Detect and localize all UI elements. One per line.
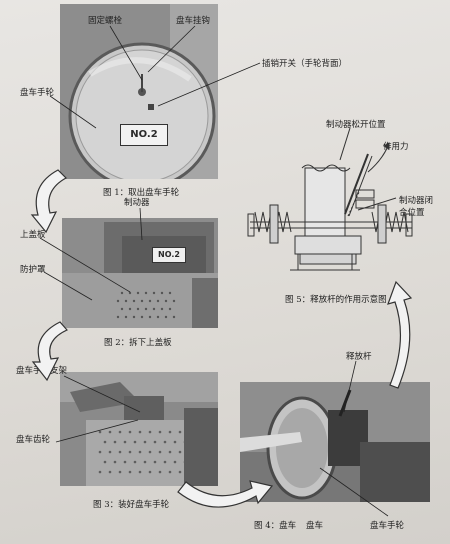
label-fixing-bolt: 固定螺栓 xyxy=(88,16,123,26)
label-brake-released: 制动器松开位置 xyxy=(326,120,386,130)
label-upper-cover: 上盖板 xyxy=(20,230,46,240)
label-release-lever: 释放杆 xyxy=(346,352,372,362)
label-turning-gear: 盘车齿轮 xyxy=(16,435,51,445)
label-pin-switch: 插销开关（手轮背面） xyxy=(262,59,348,69)
caption-fig5: 图 5：释放杆的作用示意图 xyxy=(285,295,387,305)
arrow-fig4-to-fig5 xyxy=(387,280,413,389)
caption-fig3: 图 3：装好盘车手轮 xyxy=(93,500,170,510)
label-turning-fig4: 盘车 xyxy=(306,521,324,531)
arrow-fig1-to-fig2 xyxy=(30,169,67,234)
caption-fig1: 图 1：取出盘车手轮 xyxy=(103,188,180,198)
label-brake-closed-1: 制动器闭 xyxy=(399,196,434,206)
figure-3-photo xyxy=(60,372,218,486)
label-handwheel-fig1: 盘车手轮 xyxy=(20,88,55,98)
turning-operation-illustration xyxy=(240,382,430,502)
figure-4-photo xyxy=(240,382,430,502)
arrow-fig3-to-fig4 xyxy=(177,480,274,508)
label-brake-closed-2: 合位置 xyxy=(399,208,425,218)
label-guard: 防护罩 xyxy=(20,265,46,275)
plate-no2-fig1: NO.2 xyxy=(120,124,168,146)
caption-fig4: 图 4：盘车 xyxy=(254,521,297,531)
plate-no2-fig2: NO.2 xyxy=(152,247,186,263)
label-brake: 制动器 xyxy=(124,198,150,208)
label-force: 作用力 xyxy=(383,142,409,152)
label-turning-hook: 盘车挂钩 xyxy=(176,16,211,26)
figure-2-photo: NO.2 xyxy=(62,218,218,328)
caption-fig2: 图 2：拆下上盖板 xyxy=(104,338,172,348)
label-handwheel-fig4: 盘车手轮 xyxy=(370,521,405,531)
arrow-fig2-to-fig3 xyxy=(31,321,68,382)
